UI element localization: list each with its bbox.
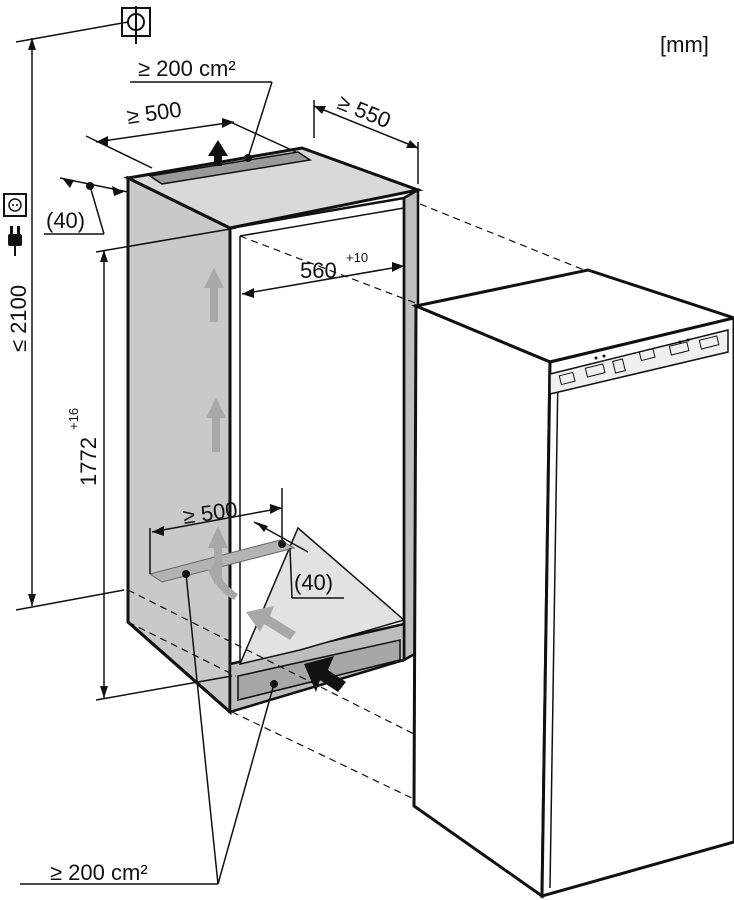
dimension-arrowheads [28,38,418,698]
niche-width-tolerance-label: +10 [346,250,368,265]
socket-symbol-icon [3,193,27,217]
top-vent-length-label: ≥ 500 [125,97,183,129]
control-panel [549,329,729,395]
grounding-symbol-icon [121,6,151,44]
appliance [410,268,734,899]
appliance-side [412,303,552,899]
top-gap-label: (40) [46,208,85,233]
exhaust-arrow-icon [208,140,228,166]
airflow-arrow-icon [206,398,226,452]
unit-label: [mm] [660,32,709,57]
bottom-gap-label: (40) [294,570,333,595]
appliance-door [540,316,734,898]
intake-arrow-icon [304,656,346,692]
top-vent-area-label: ≥ 200 cm² [138,56,236,81]
plug-symbol-icon [8,226,22,256]
airflow-arrow-icon [246,606,296,640]
leader-dots [86,154,286,688]
airflow-arrow-icon [208,564,238,600]
niche-width-label: 560 [300,258,337,283]
max-height-label: ≤ 2100 [6,285,31,352]
bottom-vent-area-label: ≥ 200 cm² [50,860,148,885]
airflow-arrows [204,268,296,640]
niche-height-tolerance-label: +16 [66,408,81,430]
airflow-arrow-icon [208,526,228,584]
niche-height-label: 1772 [76,437,101,486]
projection-lines [127,203,585,801]
airflow-arrow-icon [204,268,224,322]
